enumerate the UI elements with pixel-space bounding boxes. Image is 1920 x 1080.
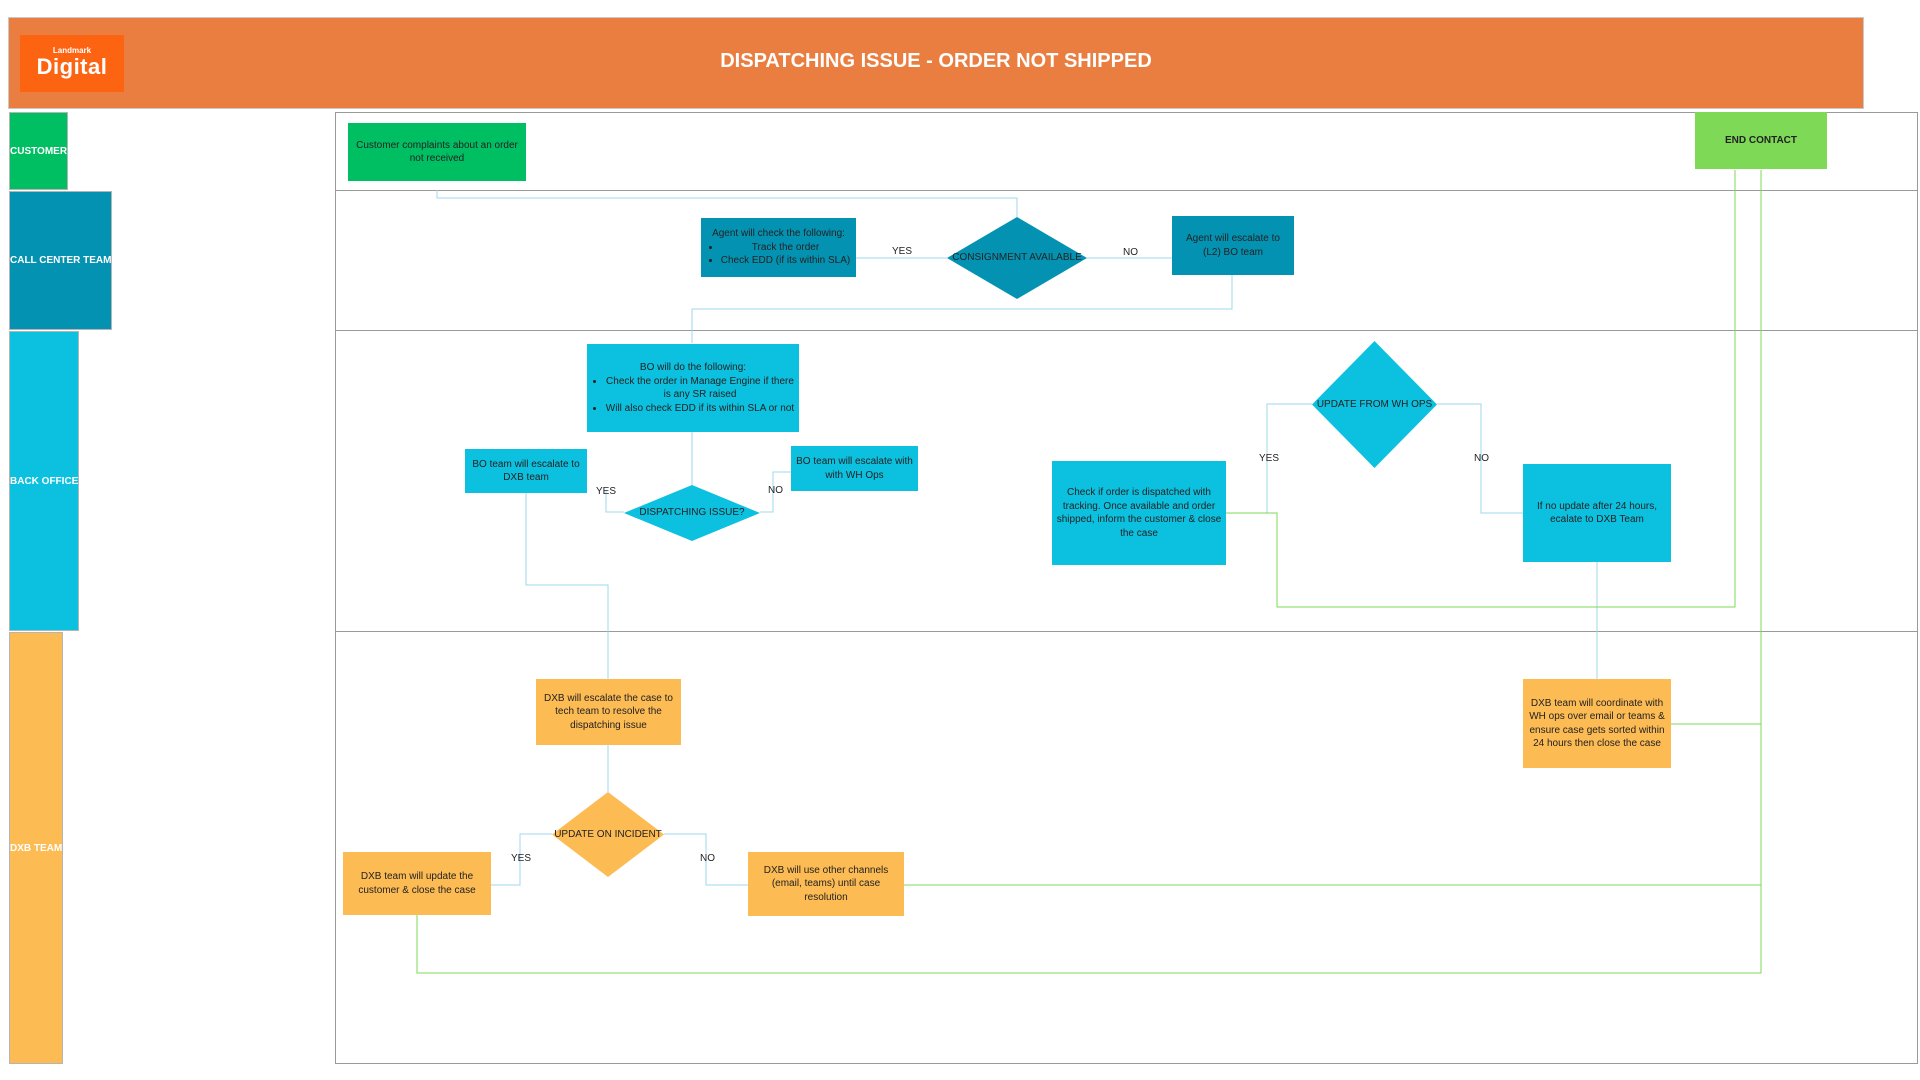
node-agent-escalate: Agent will escalate to (L2) BO team: [1172, 216, 1294, 275]
connector-escalate-to-bo: [691, 275, 1233, 343]
node-end-contact: END CONTACT: [1695, 112, 1827, 169]
edge-label-incident-yes: YES: [511, 853, 532, 864]
connector-incident-no: [664, 833, 748, 886]
node-dxb-escalate-tech: DXB will escalate the case to tech team …: [536, 679, 681, 745]
connector-update-customer-to-end: [416, 915, 1762, 974]
lane-label-dxb-team: DXB TEAM: [9, 632, 64, 1064]
connector-bo-to-dxb-escalate: [525, 493, 609, 679]
dispatching-issue-label: DISPATCHING ISSUE?: [639, 507, 745, 519]
edge-label-consignment-no: NO: [1123, 247, 1138, 258]
node-update-on-incident: UPDATE ON INCIDENT: [552, 792, 664, 877]
agent-check-title: Agent will check the following:: [712, 228, 845, 240]
consignment-available-label: CONSIGNMENT AVAILABLE: [952, 252, 1082, 264]
edge-label-dispatch-yes: YES: [596, 486, 617, 497]
lane-label-customer: CUSTOMER: [9, 112, 69, 190]
connector-dispatch-yes: [605, 491, 624, 513]
node-dxb-other-channels: DXB will use other channels (email, team…: [748, 852, 904, 916]
node-no-update-24: If no update after 24 hours, ecalate to …: [1523, 464, 1671, 562]
node-bo-escalate-wh: BO team will escalate with with WH Ops: [791, 446, 918, 491]
bo-do-title: BO will do the following:: [639, 362, 747, 373]
agent-check-item: Track the order: [721, 241, 850, 255]
node-dxb-coordinate-wh: DXB team will coordinate with WH ops ove…: [1523, 679, 1671, 768]
page-title: DISPATCHING ISSUE - ORDER NOT SHIPPED: [720, 50, 1152, 72]
edge-label-wh-yes: YES: [1259, 453, 1280, 464]
landmark-digital-logo: Landmark Digital: [20, 35, 124, 92]
edge-label-consignment-yes: YES: [892, 246, 913, 257]
agent-check-list: Track the order Check EDD (if its within…: [707, 241, 850, 268]
node-bo-escalate-dxb: BO team will escalate to DXB team: [465, 449, 587, 493]
connector-complaint-to-consignment: [436, 190, 1018, 217]
connector-check-to-end: [1226, 170, 1736, 608]
lane-label-back-office: BACK OFFICE: [9, 331, 80, 631]
update-from-wh-label: UPDATE FROM WH OPS: [1316, 398, 1433, 410]
node-update-from-wh: UPDATE FROM WH OPS: [1312, 341, 1437, 468]
logo-main-text: Digital: [36, 54, 108, 79]
bo-do-item: Will also check EDD if its within SLA or…: [605, 402, 795, 416]
node-consignment-available: CONSIGNMENT AVAILABLE: [947, 217, 1087, 299]
connector-incident-yes: [491, 833, 552, 886]
node-bo-do: BO will do the following: Check the orde…: [587, 344, 799, 432]
edge-label-wh-no: NO: [1474, 453, 1489, 464]
node-check-dispatched: Check if order is dispatched with tracki…: [1052, 461, 1226, 565]
header-bar: [8, 17, 1864, 109]
node-agent-check: Agent will check the following: Track th…: [701, 218, 856, 277]
connector-wh-no: [1437, 403, 1523, 514]
lane-label-call-center: CALL CENTER TEAM: [9, 191, 113, 330]
bo-do-list: Check the order in Manage Engine if ther…: [591, 375, 795, 416]
logo-top-text: Landmark: [52, 46, 92, 55]
agent-check-item: Check EDD (if its within SLA): [721, 254, 850, 268]
bo-do-item: Check the order in Manage Engine if ther…: [605, 375, 795, 402]
edge-label-dispatch-no: NO: [768, 485, 783, 496]
node-dxb-update-customer: DXB team will update the customer & clos…: [343, 852, 491, 915]
node-dispatching-issue: DISPATCHING ISSUE?: [624, 485, 760, 541]
node-customer-complaint: Customer complaints about an order not r…: [348, 123, 526, 181]
update-on-incident-label: UPDATE ON INCIDENT: [554, 828, 662, 840]
connector-dispatch-no: [760, 471, 791, 513]
edge-label-incident-no: NO: [700, 853, 715, 864]
